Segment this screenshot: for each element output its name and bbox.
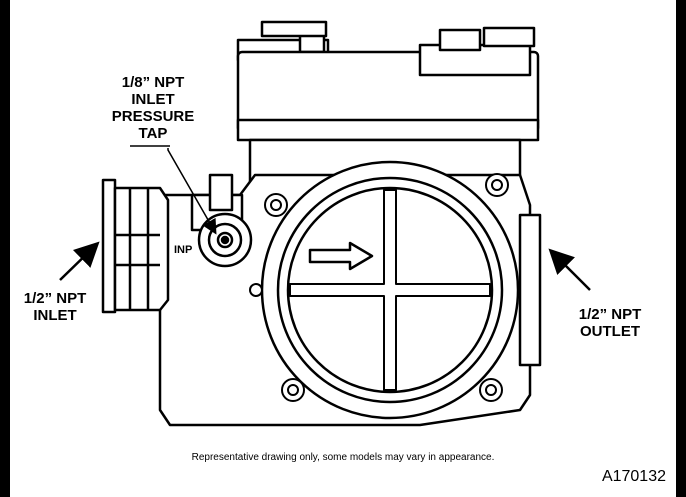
outlet-arrow [548,248,591,291]
figure-id: A170132 [601,468,666,485]
pressure-tap-label: 1/8” NPT INLET PRESSURE TAP [111,74,195,142]
inp-label: INP [174,244,193,256]
left-border [0,0,10,497]
outlet-label: 1/2” NPT OUTLET [578,306,642,340]
inlet-arrow [59,241,100,281]
inlet-label: 1/2” NPT INLET [23,290,87,324]
mounting-screws [249,173,509,402]
outlet-disc [260,160,520,420]
inlet-pressure-tap [197,212,253,268]
inlet-fitting [101,178,170,314]
tap-leader-line [167,148,217,235]
right-border [676,0,686,497]
disclaimer-caption: Representative drawing only, some models… [191,452,495,463]
